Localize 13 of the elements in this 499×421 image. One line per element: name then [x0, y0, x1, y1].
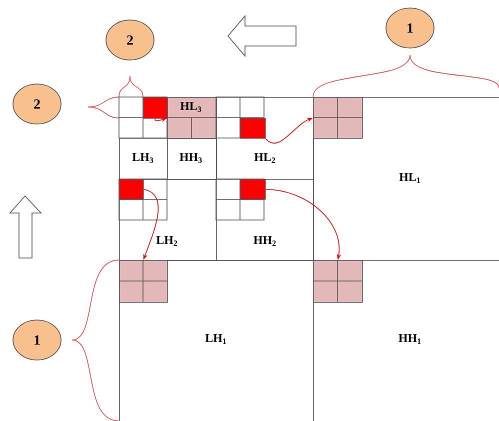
coefficient-block [312, 260, 363, 303]
subband-box: HL$_{3}$ [166, 97, 217, 139]
coefficient-block [118, 260, 168, 303]
coefficient-block [312, 96, 363, 139]
coefficient-cell [119, 179, 144, 200]
subband-box: LH$_{3}$ [119, 138, 168, 180]
coefficient-cell [240, 179, 266, 200]
subband-box: HH$_{3}$ [167, 138, 217, 180]
subband-box: HH$_{1}$ [313, 260, 499, 421]
coefficient-cell [143, 97, 168, 119]
coefficient-cell [240, 118, 266, 139]
subband-box: HH$_{2}$ [216, 179, 314, 261]
subband-box: HL$_{1}$ [313, 97, 499, 261]
